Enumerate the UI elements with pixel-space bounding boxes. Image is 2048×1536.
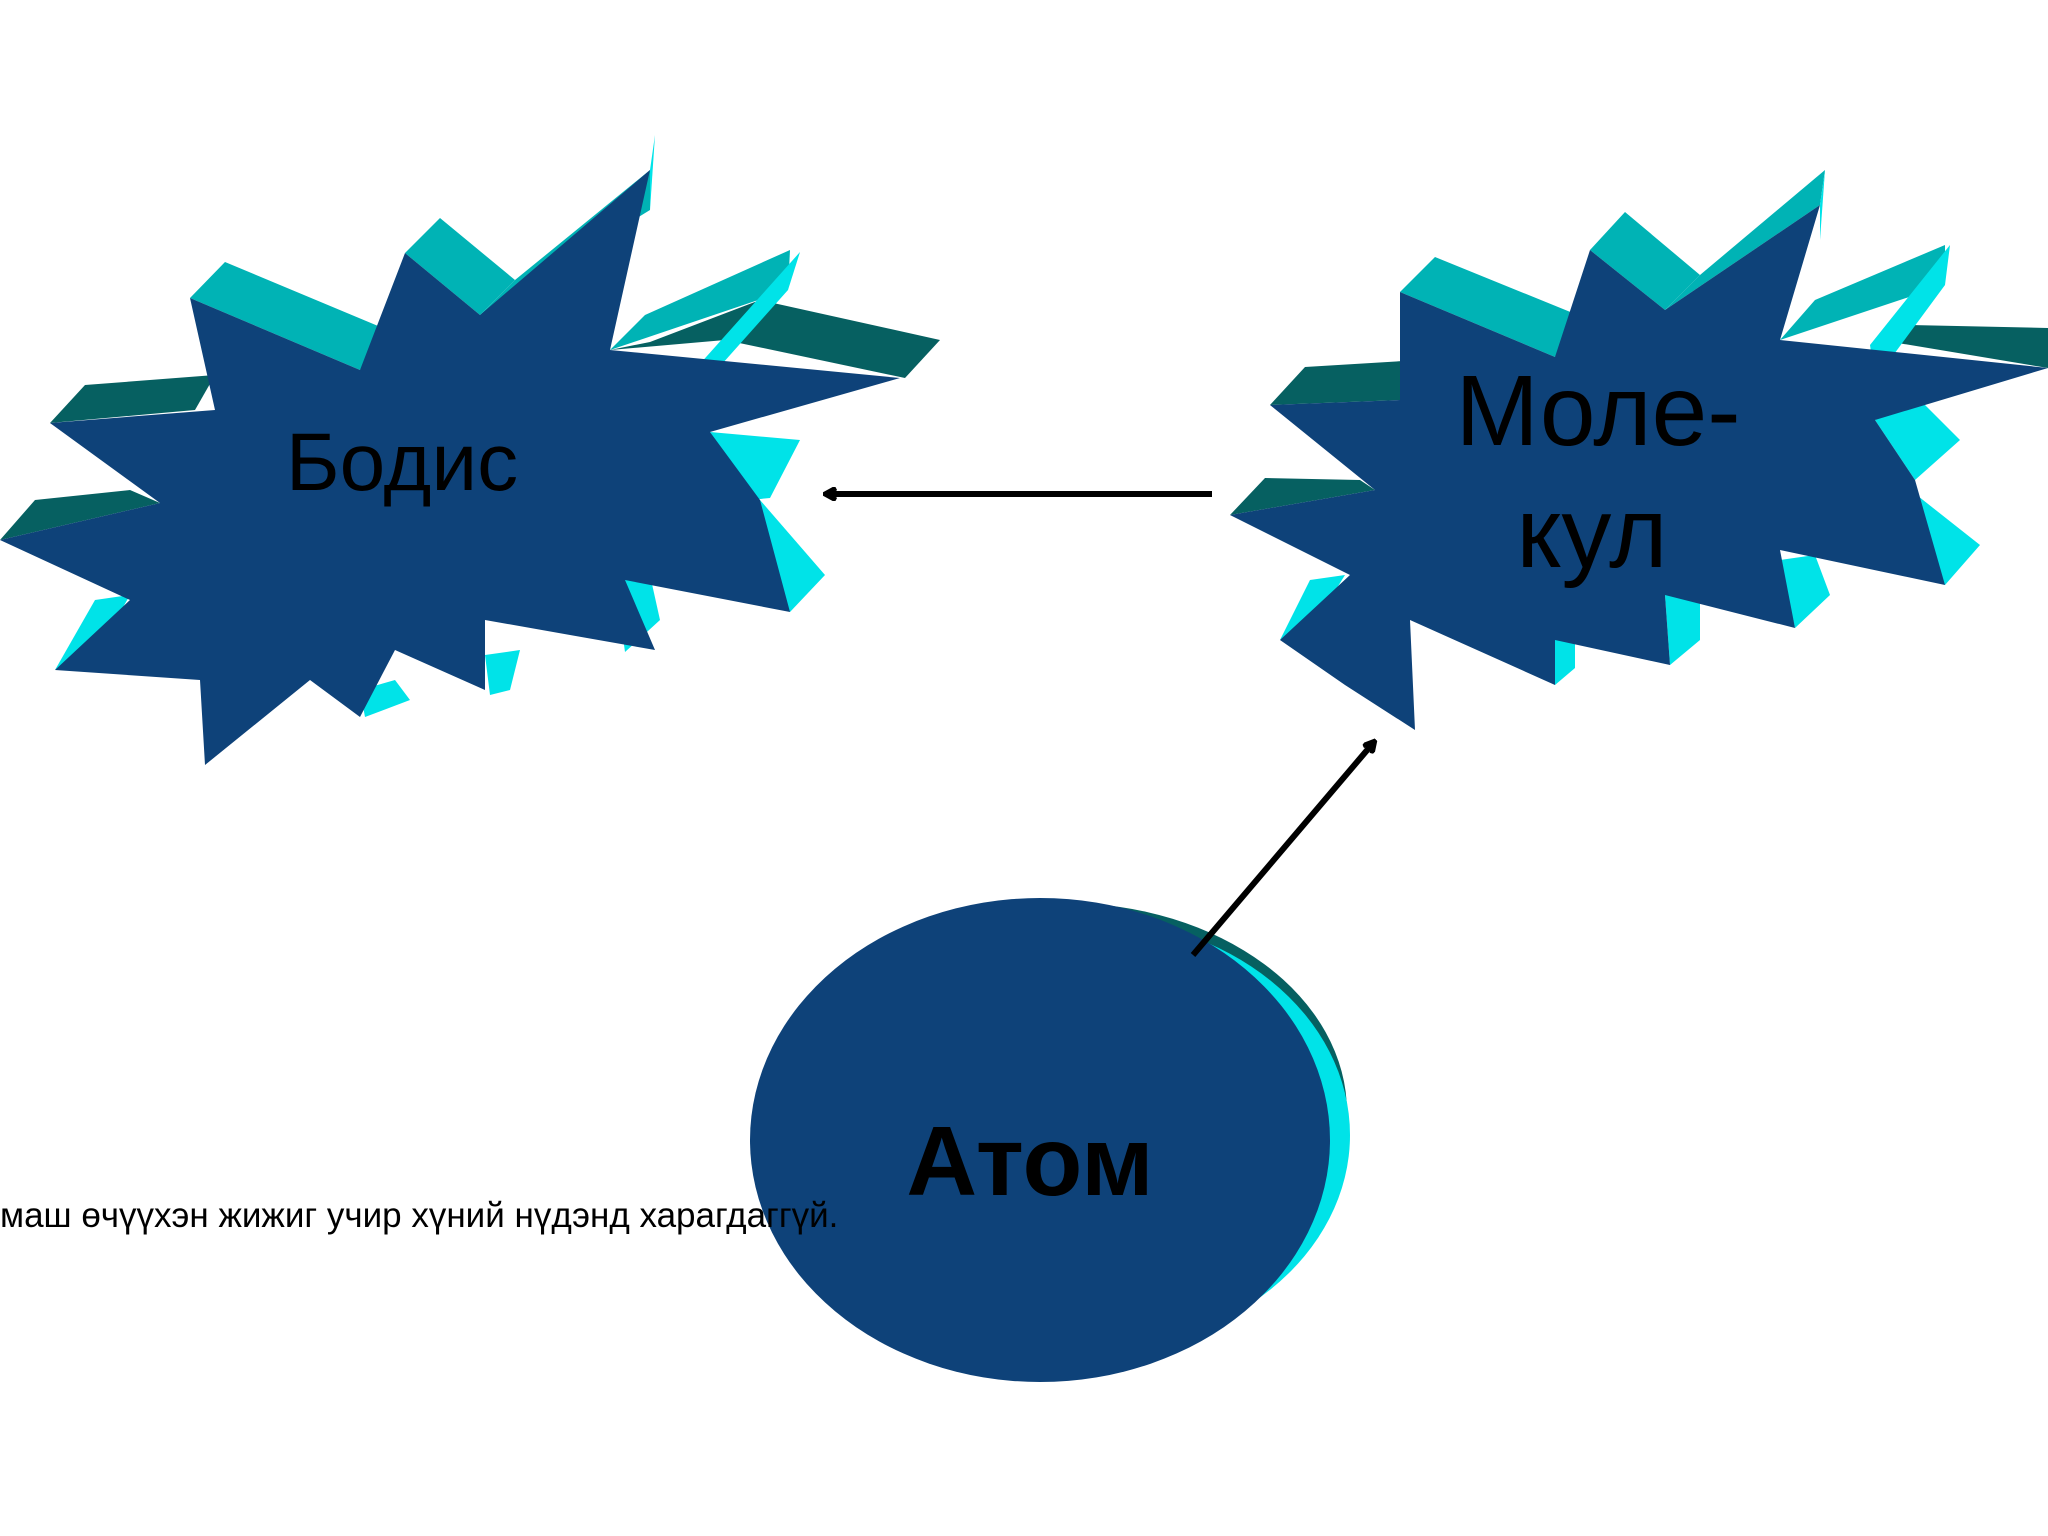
atom-disc: Атом	[750, 898, 1350, 1382]
molecule-label-line2: кул	[1516, 477, 1667, 589]
atom-label: Атом	[906, 1106, 1153, 1216]
atom-disc-face	[750, 898, 1330, 1382]
bodis-label: Бодис	[286, 417, 518, 508]
caption-text: маш өчүүхэн жижиг учир хүний нүдэнд хара…	[0, 1196, 839, 1235]
molecule-starburst: Моле- кул	[1230, 170, 2048, 730]
bodis-starburst: Бодис	[0, 135, 940, 765]
arrow-atom-to-molecule	[1190, 742, 1374, 957]
bodis-starburst-face	[0, 170, 900, 765]
molecule-label-line1: Моле-	[1455, 355, 1740, 467]
molecule-starburst-face	[1230, 205, 2048, 730]
